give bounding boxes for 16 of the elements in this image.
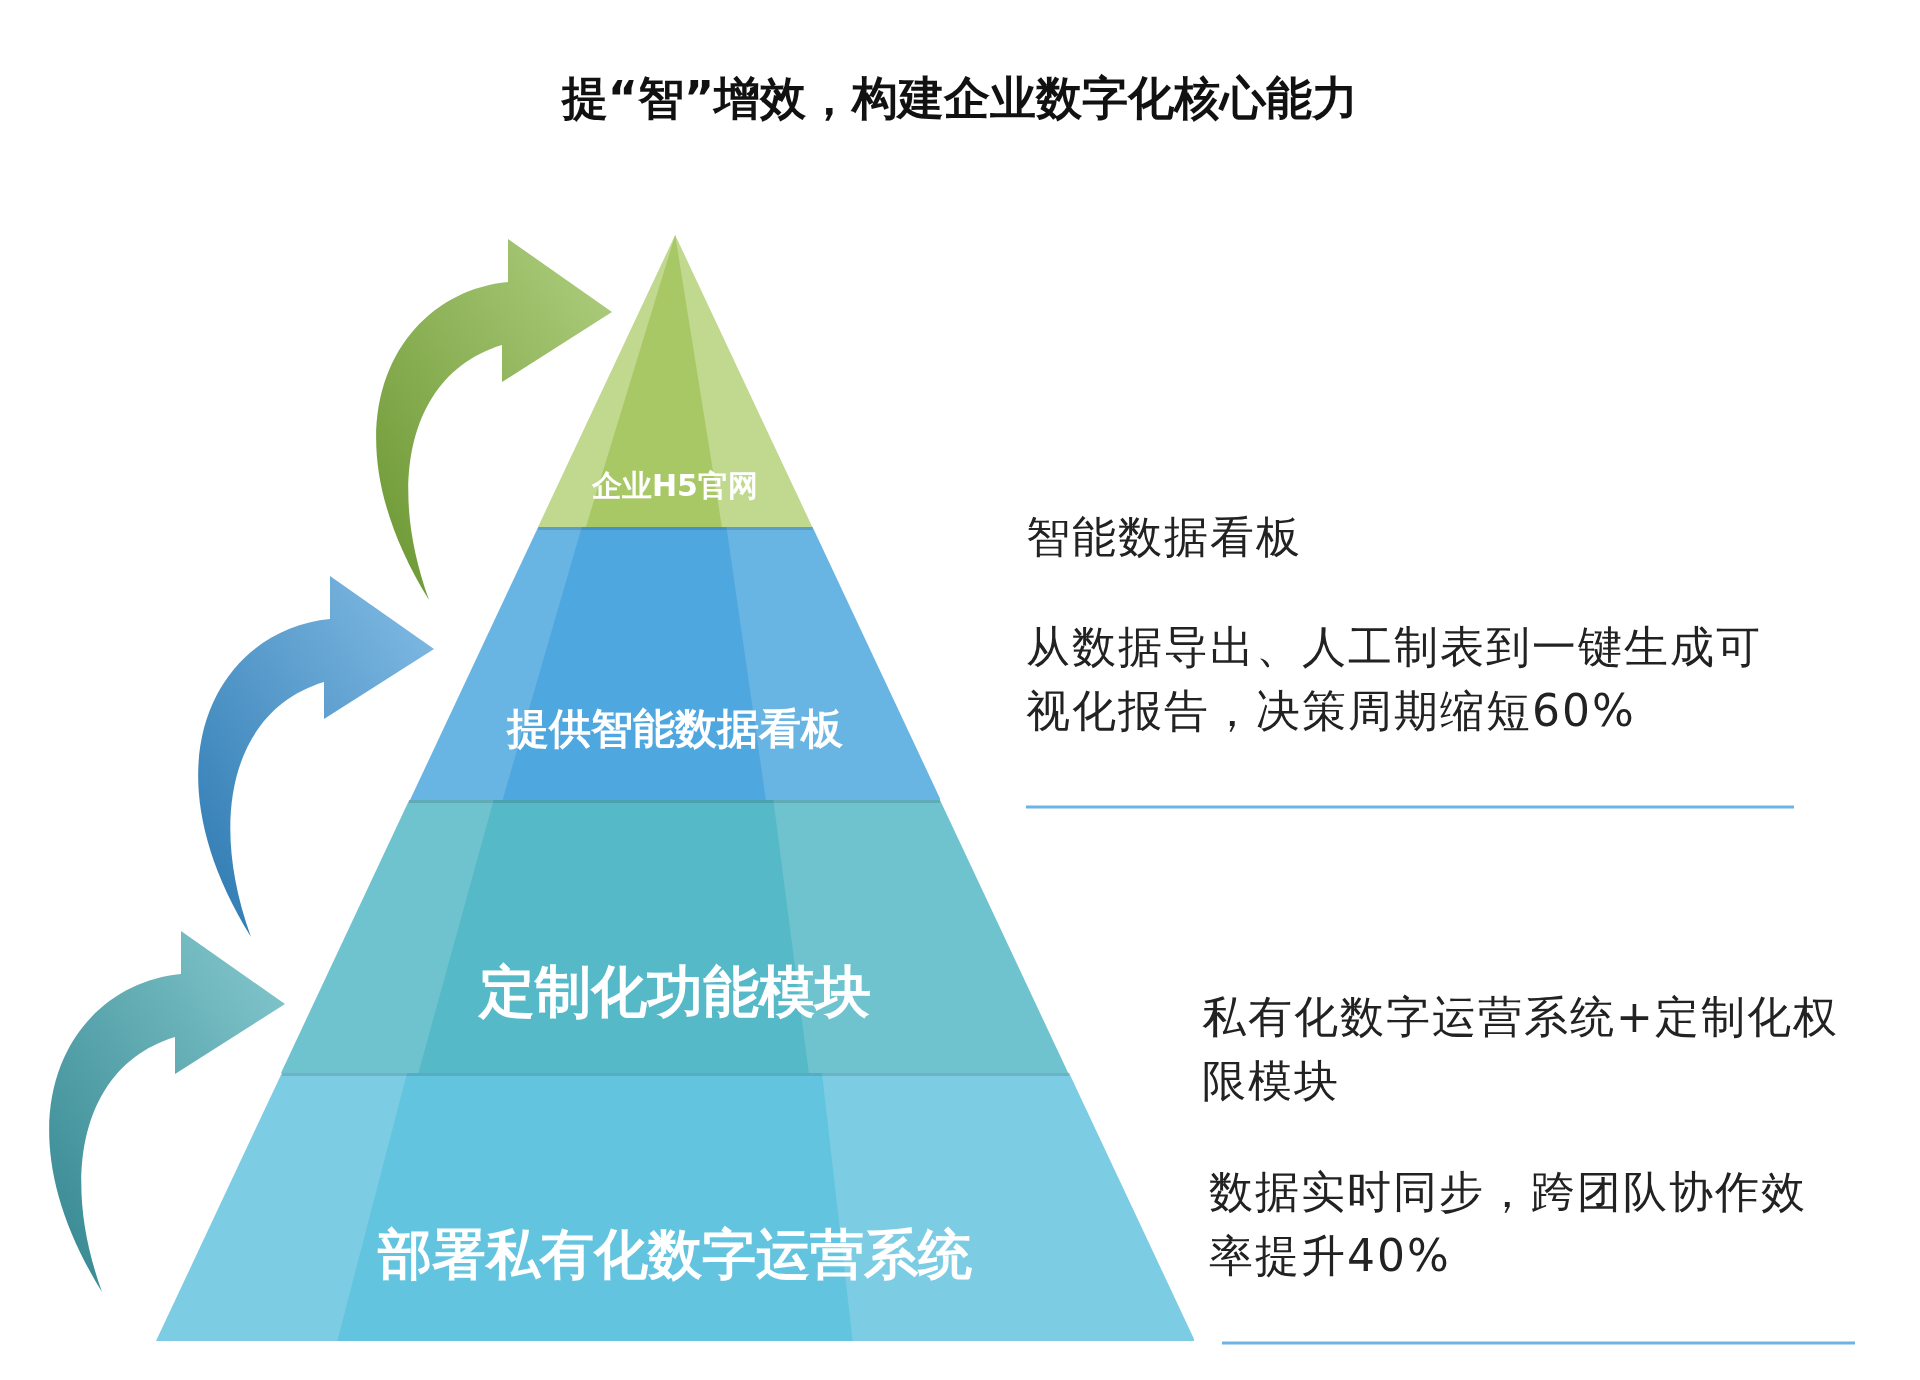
tier-label: 部署私有化数字运营系统: [376, 1221, 973, 1288]
pyramid-tier: [281, 800, 1069, 1073]
pyramid-tier: [155, 1073, 1195, 1341]
pyramid-tier: [409, 527, 941, 800]
title: 提“智”增效，构建企业数字化核心能力: [560, 70, 1360, 127]
description-text: 私有化数字运营系统+定制化权限模块: [1202, 990, 1840, 1108]
section-heading: 智能数据看板: [1026, 510, 1303, 564]
curved-arrow: [49, 931, 285, 1292]
pyramid-tier: [537, 235, 813, 527]
curved-arrow: [376, 239, 612, 600]
tier-label: 企业H5官网: [591, 467, 759, 505]
tier-label: 提供智能数据看板: [505, 702, 844, 755]
tier-label: 定制化功能模块: [477, 958, 872, 1027]
description-text: 从数据导出、人工制表到一键生成可视化报告，决策周期缩短60%: [1026, 620, 1763, 738]
curved-arrow: [198, 576, 434, 937]
description-text: 数据实时同步，跨团队协作效率提升40%: [1209, 1165, 1808, 1283]
